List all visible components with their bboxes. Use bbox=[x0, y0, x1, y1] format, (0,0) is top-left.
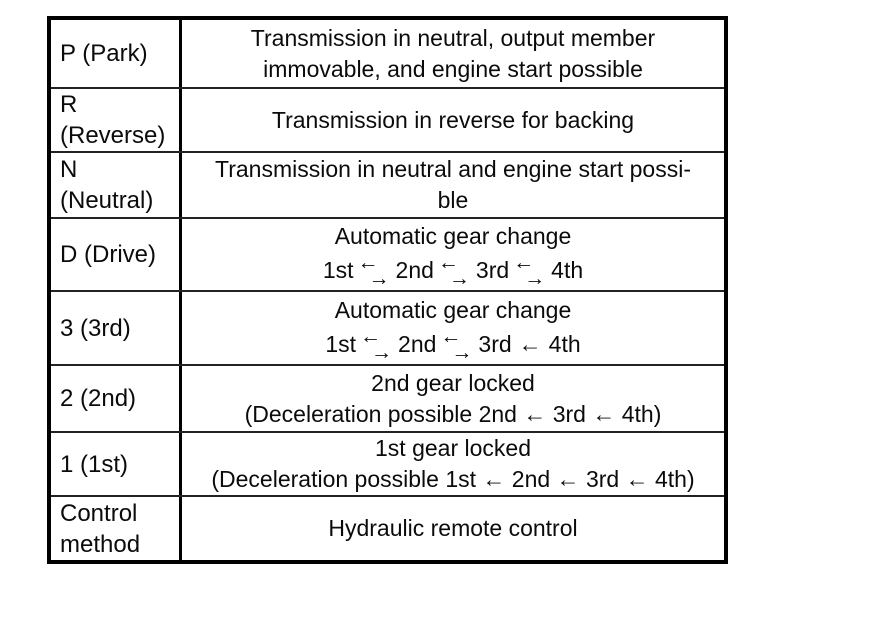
table-row-control-method: Control method Hydraulic remote control bbox=[51, 495, 724, 560]
shift-both-ways-icon: ←→ bbox=[357, 251, 393, 290]
gear-label: 4th bbox=[551, 257, 584, 283]
position-label: Control bbox=[60, 499, 138, 527]
description-line: Automatic gear change bbox=[334, 223, 572, 249]
position-label: 3 (3rd) bbox=[60, 314, 131, 342]
description-line: Transmission in neutral and engine start… bbox=[215, 156, 691, 182]
downshift-only-arrow-icon: ← bbox=[518, 330, 542, 357]
description-line: Hydraulic remote control bbox=[328, 515, 578, 541]
gear-label: 3rd bbox=[475, 257, 510, 283]
downshift-arrow-icon: → bbox=[371, 340, 393, 364]
gear-sequence-line: 1st←→2nd←→3rd←→4th bbox=[322, 251, 584, 290]
gear-position-cell: 1 (1st) bbox=[51, 433, 182, 495]
position-label: D (Drive) bbox=[60, 241, 156, 268]
position-label: (Neutral) bbox=[60, 187, 154, 214]
shift-both-ways-icon: ←→ bbox=[437, 251, 473, 290]
gear-position-cell: Control method bbox=[51, 497, 182, 560]
downshift-arrow-icon: → bbox=[448, 267, 470, 290]
gear-label: 1st bbox=[322, 257, 354, 283]
description-line: 2nd gear locked bbox=[371, 369, 535, 396]
upshift-arrow-icon: ← bbox=[513, 251, 535, 274]
downshift-arrow-icon: → bbox=[524, 267, 546, 290]
gear-description-cell: 2nd gear locked (Deceleration possible 2… bbox=[182, 366, 724, 431]
upshift-arrow-icon: ← bbox=[440, 324, 462, 348]
gear-label: 2nd bbox=[395, 257, 434, 283]
position-label: 1 (1st) bbox=[60, 450, 129, 478]
gear-description-cell: Automatic gear change 1st←→2nd←→3rd←4th bbox=[182, 292, 724, 364]
shift-both-ways-icon: ←→ bbox=[359, 324, 395, 364]
position-label: N bbox=[60, 156, 78, 183]
description-line: ble bbox=[437, 187, 469, 213]
gear-description-cell: Transmission in neutral and engine start… bbox=[182, 153, 724, 217]
upshift-arrow-icon: ← bbox=[357, 251, 379, 274]
description-line: 1st gear locked bbox=[375, 435, 531, 461]
gear-position-cell: N (Neutral) bbox=[51, 153, 182, 217]
gear-position-cell: P (Park) bbox=[51, 20, 182, 87]
description-line: Automatic gear change bbox=[334, 296, 572, 323]
downshift-arrow-icon: → bbox=[368, 267, 390, 290]
upshift-arrow-icon: ← bbox=[437, 251, 459, 274]
position-label: 2 (2nd) bbox=[60, 385, 137, 412]
description-line: (Deceleration possible 1st ← 2nd ← 3rd ←… bbox=[211, 466, 695, 492]
gear-position-cell: D (Drive) bbox=[51, 219, 182, 290]
gear-label: 4th bbox=[548, 330, 581, 357]
description-line: Transmission in neutral, output member bbox=[250, 24, 656, 51]
upshift-arrow-icon: ← bbox=[360, 324, 382, 348]
table-row-reverse: R (Reverse) Transmission in reverse for … bbox=[51, 87, 724, 151]
gear-position-cell: 3 (3rd) bbox=[51, 292, 182, 364]
gear-sequence-line: 1st←→2nd←→3rd←4th bbox=[325, 324, 581, 364]
gear-position-cell: R (Reverse) bbox=[51, 89, 182, 151]
table-row-drive: D (Drive) Automatic gear change 1st←→2nd… bbox=[51, 217, 724, 290]
gear-label: 1st bbox=[325, 330, 357, 357]
position-label: P (Park) bbox=[60, 40, 148, 67]
gear-position-cell: 2 (2nd) bbox=[51, 366, 182, 431]
gear-description-cell: Hydraulic remote control bbox=[182, 497, 724, 560]
selector-position-table: P (Park) Transmission in neutral, output… bbox=[47, 16, 728, 564]
gear-description-cell: 1st gear locked (Deceleration possible 1… bbox=[182, 433, 724, 495]
description-line: (Deceleration possible 2nd ← 3rd ← 4th) bbox=[244, 400, 662, 427]
shift-both-ways-icon: ←→ bbox=[439, 324, 475, 364]
gear-description-cell: Transmission in reverse for backing bbox=[182, 89, 724, 151]
table-row-second: 2 (2nd) 2nd gear locked (Deceleration po… bbox=[51, 364, 724, 431]
description-line: Transmission in reverse for backing bbox=[271, 106, 635, 133]
shift-both-ways-icon: ←→ bbox=[512, 251, 548, 290]
table-row-third: 3 (3rd) Automatic gear change 1st←→2nd←→… bbox=[51, 290, 724, 364]
gear-label: 3rd bbox=[478, 330, 512, 357]
position-label: method bbox=[60, 530, 141, 558]
table-row-first: 1 (1st) 1st gear locked (Deceleration po… bbox=[51, 431, 724, 495]
table-row-neutral: N (Neutral) Transmission in neutral and … bbox=[51, 151, 724, 217]
gear-label: 2nd bbox=[398, 330, 437, 357]
position-label: (Reverse) bbox=[60, 122, 166, 149]
downshift-arrow-icon: → bbox=[451, 340, 473, 364]
table-row-park: P (Park) Transmission in neutral, output… bbox=[51, 20, 724, 87]
gear-description-cell: Automatic gear change 1st←→2nd←→3rd←→4th bbox=[182, 219, 724, 290]
gear-description-cell: Transmission in neutral, output member i… bbox=[182, 20, 724, 87]
position-label: R bbox=[60, 91, 78, 118]
description-line: immovable, and engine start possible bbox=[263, 55, 643, 82]
